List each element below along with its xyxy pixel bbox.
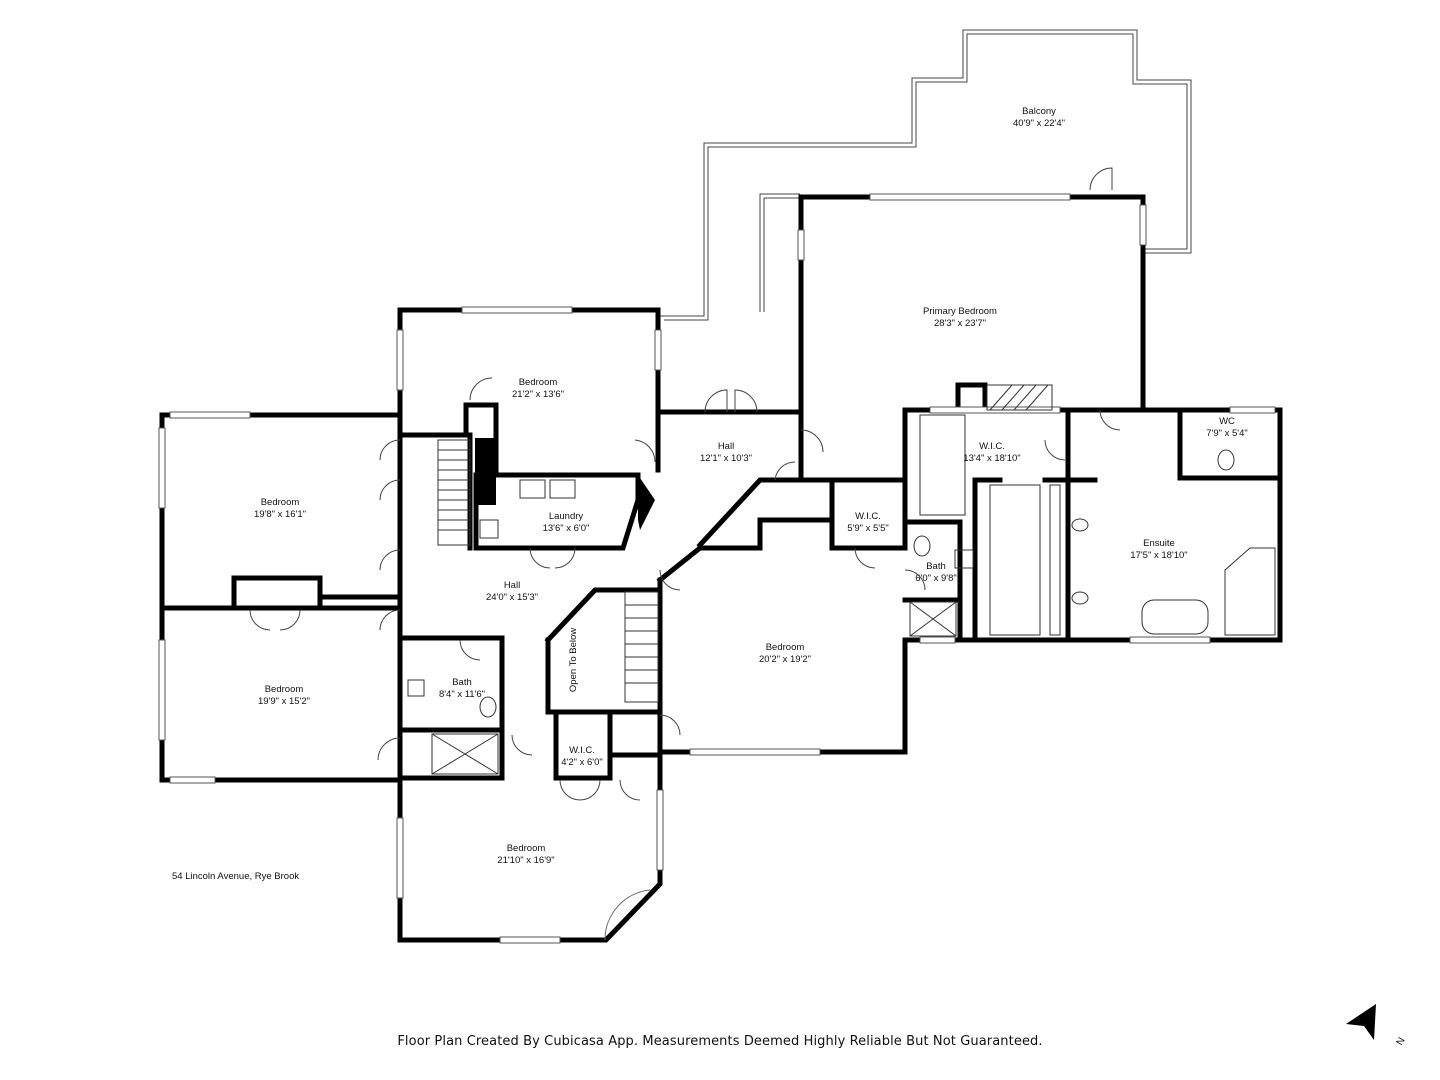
bedroom-bottom-size: 21'10" x 16'9" — [497, 855, 554, 866]
wc-name: WC — [1219, 416, 1235, 427]
windows — [158, 193, 1276, 944]
hall-main-size: 24'0" x 15'3" — [486, 592, 538, 603]
room-labels: Balcony 40'9" x 22'4" Primary Bedroom 28… — [254, 106, 1248, 866]
wic-mid-size: 5'9" x 5'5" — [847, 523, 889, 534]
bedroom-left2-size: 19'9" x 15'2" — [258, 696, 310, 707]
balcony-size: 40'9" x 22'4" — [1013, 118, 1065, 129]
bath-right-name: Bath — [926, 561, 946, 572]
bedroom-center-name: Bedroom — [766, 642, 805, 653]
balcony-outline — [660, 29, 1192, 321]
primary-bedroom-name: Primary Bedroom — [923, 306, 997, 317]
bedroom-center-size: 20'2" x 19'2" — [759, 654, 811, 665]
hall-upper-name: Hall — [718, 441, 734, 452]
north-arrow-icon: N — [1340, 996, 1410, 1056]
fixtures — [407, 414, 1276, 775]
wic-large-size: 13'4" x 18'10" — [963, 453, 1020, 464]
wic-small-name: W.I.C. — [569, 745, 595, 756]
stairs — [437, 438, 659, 703]
bedroom-left1-size: 19'8" x 16'1" — [254, 509, 306, 520]
wc-size: 7'9" x 5'4" — [1206, 428, 1248, 439]
primary-bedroom-size: 28'3" x 23'7" — [934, 318, 986, 329]
wic-large-name: W.I.C. — [979, 441, 1005, 452]
walls — [159, 194, 1283, 943]
doors — [249, 167, 1121, 941]
fireplace — [986, 384, 1053, 411]
north-letter: N — [1395, 1036, 1408, 1048]
hall-main-name: Hall — [504, 580, 520, 591]
laundry-size: 13'6" x 6'0" — [543, 523, 590, 534]
wic-small-size: 4'2" x 6'0" — [561, 757, 603, 768]
bedroom-left2-name: Bedroom — [265, 684, 304, 695]
laundry-name: Laundry — [549, 511, 584, 522]
ensuite-size: 17'5" x 18'10" — [1130, 550, 1187, 561]
bath-right-size: 6'0" x 9'8" — [915, 573, 957, 584]
balcony-name: Balcony — [1022, 106, 1056, 117]
footer-disclaimer: Floor Plan Created By Cubicasa App. Meas… — [397, 1034, 1043, 1049]
hall-upper-size: 12'1" x 10'3" — [700, 453, 752, 464]
bath-left-name: Bath — [452, 677, 472, 688]
bedroom-top-size: 21'2" x 13'6" — [512, 389, 564, 400]
bath-left-size: 8'4" x 11'6" — [439, 689, 485, 700]
address: 54 Lincoln Avenue, Rye Brook — [172, 871, 300, 882]
wic-mid-name: W.I.C. — [855, 511, 881, 522]
open-to-below-label: Open To Below — [568, 628, 579, 692]
ensuite-name: Ensuite — [1143, 538, 1175, 549]
bedroom-top-name: Bedroom — [519, 377, 558, 388]
bedroom-bottom-name: Bedroom — [507, 843, 546, 854]
bedroom-left1-name: Bedroom — [261, 497, 300, 508]
